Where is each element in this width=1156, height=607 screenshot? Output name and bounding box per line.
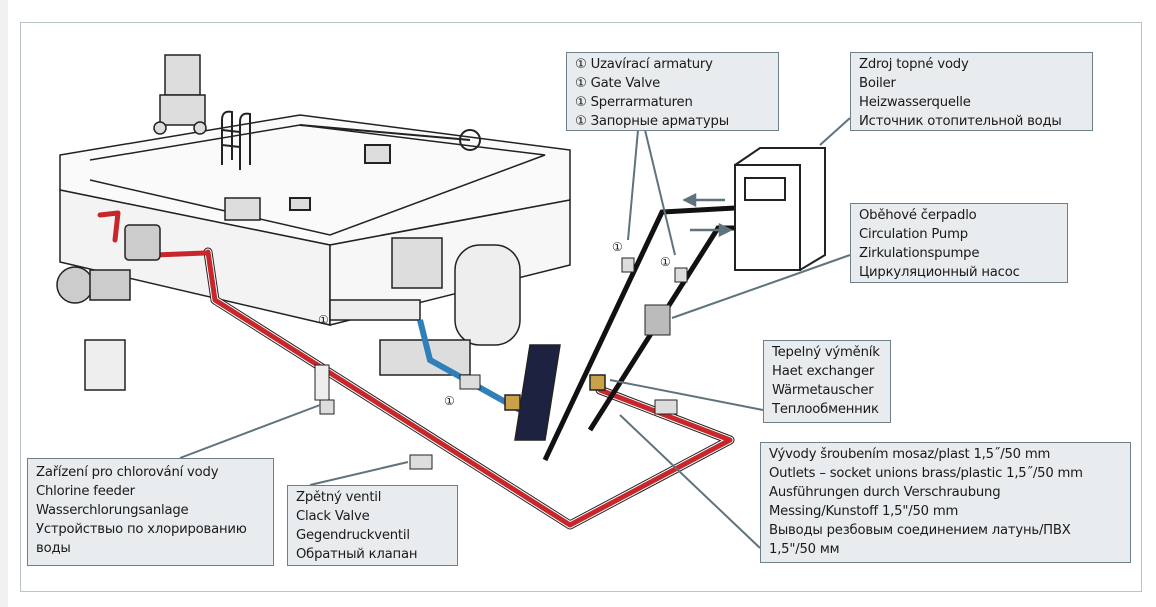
pool-cleaner — [153, 54, 261, 221]
filter-pipe — [417, 319, 522, 413]
label-line: Обратный клапан — [296, 547, 418, 562]
label-line: Haet exchanger — [772, 364, 875, 379]
label-line: Clack Valve — [296, 509, 370, 524]
label-line: Tepelný výměník — [772, 345, 880, 360]
label-line: Heizwasserquelle — [859, 95, 971, 110]
gate-valve-marker: ① — [660, 255, 671, 269]
gate-valve-marker: ① — [318, 313, 329, 327]
cover-roller — [289, 124, 481, 211]
pool — [59, 114, 571, 326]
label-line: ① Gate Valve — [575, 76, 661, 91]
label-line: Zdroj topné vody — [859, 57, 969, 72]
label-line: Circulation Pump — [859, 227, 968, 242]
gate-valve-marker: ① — [612, 240, 623, 254]
label-line: Zirkulationspumpe — [859, 246, 980, 261]
label-line: 1,5"/50 мм — [769, 542, 840, 557]
diagram-frame — [20, 22, 1142, 592]
label-line: Циркуляционный насос — [859, 265, 1020, 280]
label-line: Zařízení pro chlorování vody — [36, 465, 219, 480]
label-line: Wasserchlorungsanlage — [36, 503, 189, 518]
label-line: Выводы резбовым соединением латунь/ПВХ — [769, 523, 1071, 538]
circulation-pump — [644, 304, 671, 336]
page-edge — [0, 0, 8, 607]
label-line: Messing/Kunstoff 1,5"/50 mm — [769, 504, 959, 519]
pool-pump — [56, 224, 161, 391]
label-line: воды — [36, 541, 71, 556]
gate-valve-label: ① Uzavírací armatury ① Gate Valve ① Sperra… — [566, 52, 779, 131]
label-line: Источник отопительной воды — [859, 114, 1062, 129]
label-line: Zpětný ventil — [296, 490, 382, 505]
label-line: Vývody šroubením mosaz/plast 1,5˝/50 mm — [769, 447, 1051, 462]
pool-water-pipes — [97, 210, 735, 530]
boiler — [734, 147, 826, 271]
label-line: Outlets – socket unions brass/plastic 1,… — [769, 466, 1083, 481]
label-line: Теплообменник — [772, 402, 879, 417]
heating-pipes — [542, 205, 736, 462]
label-line: Ausführungen durch Verschraubung — [769, 485, 1001, 500]
leader-lines — [179, 117, 851, 549]
label-line: Gegendruckventil — [296, 528, 410, 543]
label-line: ① Sperrarmaturen — [575, 95, 693, 110]
label-line: Chlorine feeder — [36, 484, 135, 499]
label-line: Boiler — [859, 76, 896, 91]
label-line: Oběhové čerpadlo — [859, 208, 977, 223]
heat-exchanger — [504, 344, 606, 441]
outlets-label: Vývody šroubením mosaz/plast 1,5˝/50 mm O… — [760, 442, 1131, 563]
label-line: ① Запорные арматуры — [575, 114, 729, 129]
sand-filter — [329, 237, 521, 376]
label-line: ① Uzavírací armatury — [575, 57, 713, 72]
pool-ladder — [221, 110, 251, 170]
gate-valve-marker: ① — [444, 394, 455, 408]
valves — [314, 257, 688, 470]
flow-arrows — [682, 192, 733, 238]
label-line: Wärmetauscher — [772, 383, 874, 398]
label-line: Устройствыо по хлорированию — [36, 522, 247, 537]
